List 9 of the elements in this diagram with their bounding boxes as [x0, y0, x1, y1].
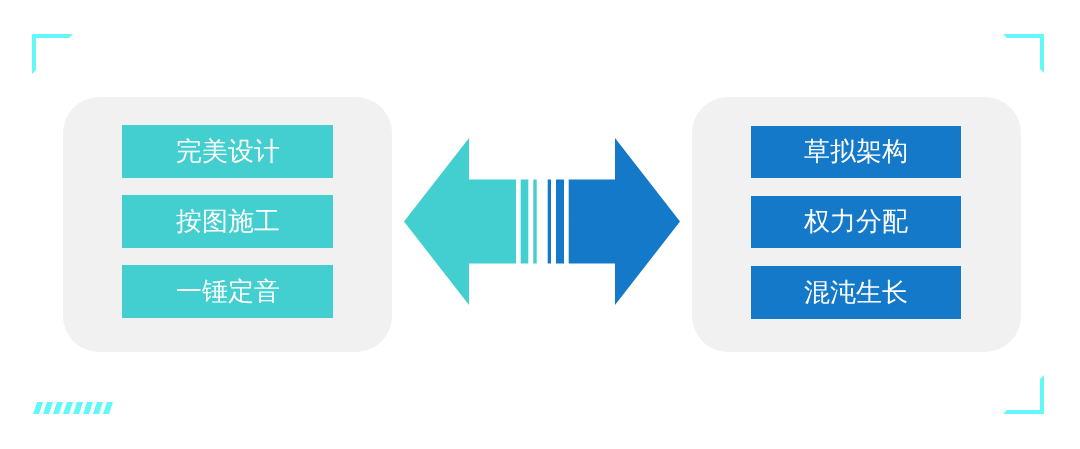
label-box: 完美设计: [122, 125, 333, 178]
label-box: 混沌生长: [751, 266, 961, 319]
double-arrow: [404, 138, 680, 305]
label-box: 一锤定音: [122, 265, 333, 318]
label-box: 权力分配: [751, 196, 961, 248]
label-box: 草拟架构: [751, 126, 961, 178]
label-box: 按图施工: [122, 195, 333, 248]
rounded-panel: [692, 97, 1021, 352]
rounded-panel: [63, 97, 392, 352]
